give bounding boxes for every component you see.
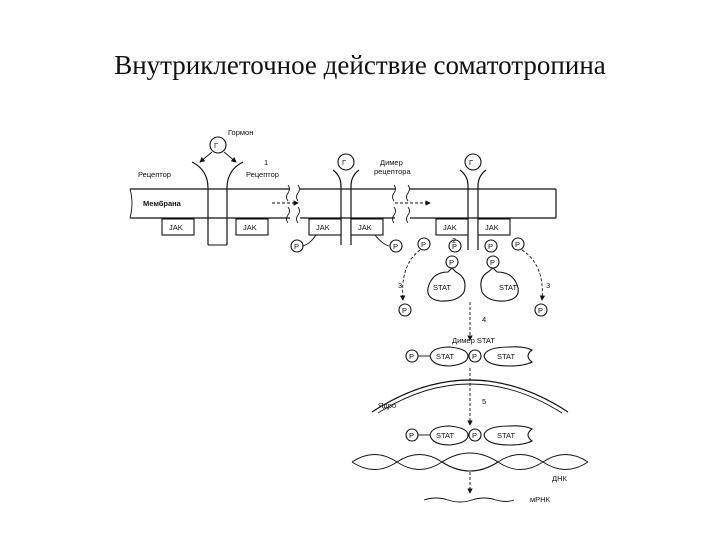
slide-title: Внутриклеточное действие соматотропина [114, 50, 606, 80]
step-5-label: 5 [482, 397, 486, 406]
stat-label-left: STAT [433, 283, 451, 292]
step-3-right-label: 3 [546, 281, 550, 290]
svg-text:P: P [294, 242, 299, 251]
receptor-dimer-label: Димер [380, 158, 403, 167]
phosphate-6 [484, 239, 498, 253]
membrane-label: Мембрана [143, 199, 182, 208]
jak-box-1 [161, 218, 195, 236]
step-2-label: 2 [452, 236, 456, 245]
receptor-dimer-label-2: рецептора [374, 167, 411, 176]
phosphate-9 [398, 303, 412, 317]
hormone-circle-3 [464, 153, 482, 171]
svg-text:P: P [490, 258, 495, 267]
stat-dimer-label-right: STAT [497, 352, 515, 361]
step-4-label: 4 [482, 315, 486, 324]
svg-text:P: P [409, 352, 414, 361]
svg-text:P: P [393, 242, 398, 251]
hormone-symbol-1: Г [214, 141, 218, 150]
jak-label-2: JAK [243, 223, 257, 232]
jak-label-4: JAK [358, 223, 372, 232]
hormone-circle-1 [209, 136, 227, 154]
svg-text:P: P [472, 431, 477, 440]
jak-label-3: JAK [316, 223, 330, 232]
mrna-strand [423, 497, 515, 503]
svg-text:P: P [402, 306, 407, 315]
svg-text:P: P [421, 240, 426, 249]
nuclear-stat-label-left: STAT [436, 431, 454, 440]
stat-dimer-label-left: STAT [436, 352, 454, 361]
jak-label-5: JAK [443, 223, 457, 232]
dna-helix [351, 452, 589, 472]
jak-box-6 [477, 218, 511, 236]
dna-label: ДНК [552, 474, 567, 483]
jak-box-3 [308, 218, 342, 236]
svg-text:P: P [472, 352, 477, 361]
svg-text:P: P [409, 431, 414, 440]
phosphate-4 [511, 237, 525, 251]
phosphate-2 [389, 239, 403, 253]
receptor-left [191, 161, 244, 246]
stat-label-right: STAT [499, 283, 517, 292]
nuclear-stat-left [429, 425, 469, 446]
svg-text:P: P [449, 258, 454, 267]
jak-box-5 [435, 218, 469, 236]
receptor-dimer-middle [332, 169, 360, 245]
svg-text:P: P [488, 242, 493, 251]
phosphate-3 [417, 237, 431, 251]
phosphate-1 [290, 239, 304, 253]
hormone-circle-2 [337, 153, 355, 171]
phosphate-5 [448, 239, 462, 253]
jak-label-6: JAK [485, 223, 499, 232]
jak-label-1: JAK [169, 223, 183, 232]
nuclear-stat-right [483, 425, 534, 446]
step-1-label: 1 [264, 158, 268, 167]
hormone-symbol-2: Г [342, 158, 346, 167]
stat-dimer-left [429, 346, 469, 367]
stat-left [427, 267, 466, 302]
nucleus-label: Ядро [378, 401, 396, 410]
receptor-label-right: Рецептор [246, 170, 279, 179]
step-3-left-label: 3 [398, 281, 402, 290]
receptor-label-left: Рецептор [138, 170, 171, 179]
mrna-label: мРНК [530, 495, 551, 504]
phosphate-12 [468, 349, 482, 363]
hormone-symbol-3: Г [469, 158, 473, 167]
stat-right [480, 267, 519, 302]
hormone-label: Гормон [228, 128, 253, 137]
stat-dimer-label: Димер STAT [452, 336, 495, 345]
receptor-dimer-right [459, 169, 487, 250]
svg-text:P: P [452, 242, 457, 251]
stat-dimer-right [483, 346, 534, 367]
jak-box-4 [350, 218, 384, 236]
phosphate-10 [534, 303, 548, 317]
jak-box-2 [235, 218, 269, 236]
phosphate-14 [468, 428, 482, 442]
nuclear-stat-label-right: STAT [497, 431, 515, 440]
svg-text:P: P [538, 306, 543, 315]
cell-membrane [129, 184, 557, 224]
svg-text:P: P [515, 240, 520, 249]
